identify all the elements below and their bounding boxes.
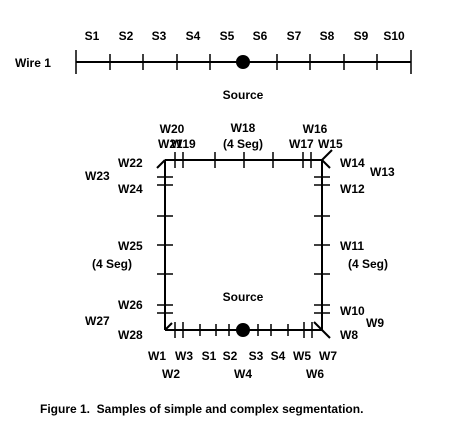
- wire1-seg-label: S7: [287, 29, 302, 43]
- label-s1: S1: [202, 349, 217, 363]
- wire1-group: Wire 1 S1 S2 S3 S4 S5 S6 S7 S8 S9 S10 So…: [15, 29, 412, 102]
- wire1-seg-label: S6: [253, 29, 268, 43]
- wire1-seg-label: S8: [320, 29, 335, 43]
- label-w28: W28: [118, 328, 143, 342]
- label-w18: W18: [231, 121, 256, 135]
- label-w11-seg: (4 Seg): [348, 257, 388, 271]
- loop-corner-wires: [156, 149, 333, 339]
- wire1-source-label: Source: [223, 88, 264, 102]
- label-w18-seg: (4 Seg): [223, 137, 263, 151]
- loop-top-ticks: [174, 152, 312, 168]
- loop-source-dot: [236, 323, 250, 337]
- loop-bottom-ticks: [174, 322, 313, 338]
- wire1-seg-label: S1: [85, 29, 100, 43]
- wire1-source-dot: [236, 55, 250, 69]
- label-w20: W20: [160, 122, 185, 136]
- corner-wire-w14: [321, 159, 331, 169]
- label-w4: W4: [234, 367, 252, 381]
- wire1-seg-label: S3: [152, 29, 167, 43]
- label-w17: W17: [289, 137, 314, 151]
- loop-source-label: Source: [223, 290, 264, 304]
- label-w2: W2: [162, 367, 180, 381]
- wire1-seg-label: S4: [186, 29, 201, 43]
- figure-caption: Figure 1. Samples of simple and complex …: [40, 402, 363, 416]
- wire1-seg-label: S10: [383, 29, 405, 43]
- wire1-seg-label: S5: [220, 29, 235, 43]
- label-w13: W13: [370, 165, 395, 179]
- label-w21: W21: [158, 137, 183, 151]
- label-w25-seg: (4 Seg): [92, 257, 132, 271]
- label-s3: S3: [249, 349, 264, 363]
- label-w1: W1: [148, 349, 166, 363]
- corner-wire-w15: [321, 149, 333, 161]
- label-w14: W14: [340, 156, 365, 170]
- label-w25: W25: [118, 239, 143, 253]
- label-w7: W7: [319, 349, 337, 363]
- label-w26: W26: [118, 298, 143, 312]
- label-w16: W16: [303, 122, 328, 136]
- wire1-seg-label: S2: [119, 29, 134, 43]
- corner-wire-w28: [164, 322, 173, 331]
- label-s2: S2: [223, 349, 238, 363]
- wire1-ticks: [75, 50, 412, 74]
- label-s4: S4: [271, 349, 286, 363]
- loop-group: W20 W21 W19 W18 (4 Seg) W16 W17 W15 W22 …: [85, 121, 395, 381]
- label-w15: W15: [318, 137, 343, 151]
- label-w11: W11: [340, 239, 364, 253]
- label-w22: W22: [118, 156, 143, 170]
- corner-wire-w9: [321, 329, 331, 339]
- label-w27: W27: [85, 314, 110, 328]
- label-w3: W3: [175, 349, 193, 363]
- label-w19: W19: [171, 137, 196, 151]
- label-w5: W5: [293, 349, 311, 363]
- label-w8: W8: [340, 328, 358, 342]
- label-w9: W9: [366, 316, 384, 330]
- loop-right-ticks: [314, 176, 330, 314]
- corner-wire-w21: [156, 159, 166, 169]
- label-w10: W10: [340, 304, 365, 318]
- label-w24: W24: [118, 182, 143, 196]
- wire1-seg-label: S9: [354, 29, 369, 43]
- label-w6: W6: [306, 367, 324, 381]
- loop-sides: [164, 159, 323, 331]
- wire1-label: Wire 1: [15, 56, 51, 70]
- loop-left-ticks: [157, 176, 173, 314]
- corner-wire-w8: [313, 321, 323, 331]
- label-w12: W12: [340, 182, 365, 196]
- label-w23: W23: [85, 169, 110, 183]
